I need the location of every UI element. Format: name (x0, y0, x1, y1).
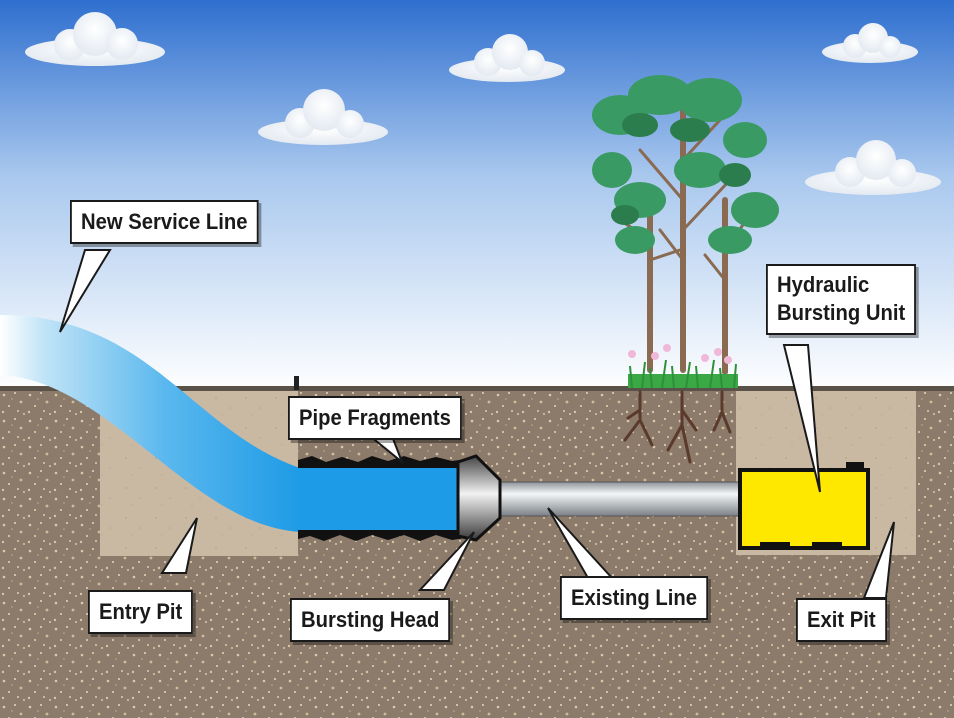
new-pipe-segment (298, 468, 466, 530)
cloud (258, 89, 388, 145)
cloud (822, 23, 918, 63)
label-bursting-unit: Bursting Unit (777, 300, 906, 325)
pointer-hydraulic-bursting-unit (782, 344, 821, 493)
pointer-bursting-head (417, 531, 475, 591)
hydraulic-bursting-unit (738, 462, 870, 550)
callout-entry-pit: Entry Pit (88, 590, 194, 634)
clouds (25, 12, 941, 195)
pointer-new-service-line (59, 249, 112, 333)
callout-new-service-line: New Service Line (70, 200, 259, 244)
grass (628, 344, 738, 389)
pipe-fragments (298, 456, 466, 541)
callout-bursting-head: Bursting Head (290, 598, 451, 642)
ground-surface (0, 386, 954, 391)
label-bursting-head: Bursting Head (301, 607, 440, 632)
callout-pipe-fragments: Pipe Fragments (288, 396, 462, 440)
label-hydraulic: Hydraulic (777, 272, 870, 297)
label-entry-pit: Entry Pit (99, 599, 183, 624)
existing-line-pipe (497, 481, 744, 517)
new-service-line-pipe (0, 315, 300, 532)
cloud (805, 140, 941, 195)
trees (592, 75, 779, 375)
callout-exit-pit: Exit Pit (796, 598, 887, 642)
callout-hydraulic-bursting-unit: Hydraulic Bursting Unit (766, 264, 917, 335)
tree-roots (623, 390, 732, 464)
cloud (449, 34, 565, 82)
cloud (25, 12, 165, 66)
pointer-entry-pit (160, 517, 198, 574)
label-existing-line: Existing Line (571, 585, 698, 610)
label-exit-pit: Exit Pit (807, 607, 876, 632)
callout-existing-line: Existing Line (560, 576, 709, 620)
bursting-head-shape (456, 454, 502, 542)
label-new-service-line: New Service Line (81, 209, 248, 234)
label-pipe-fragments: Pipe Fragments (299, 405, 451, 430)
surface-marker (294, 376, 299, 390)
